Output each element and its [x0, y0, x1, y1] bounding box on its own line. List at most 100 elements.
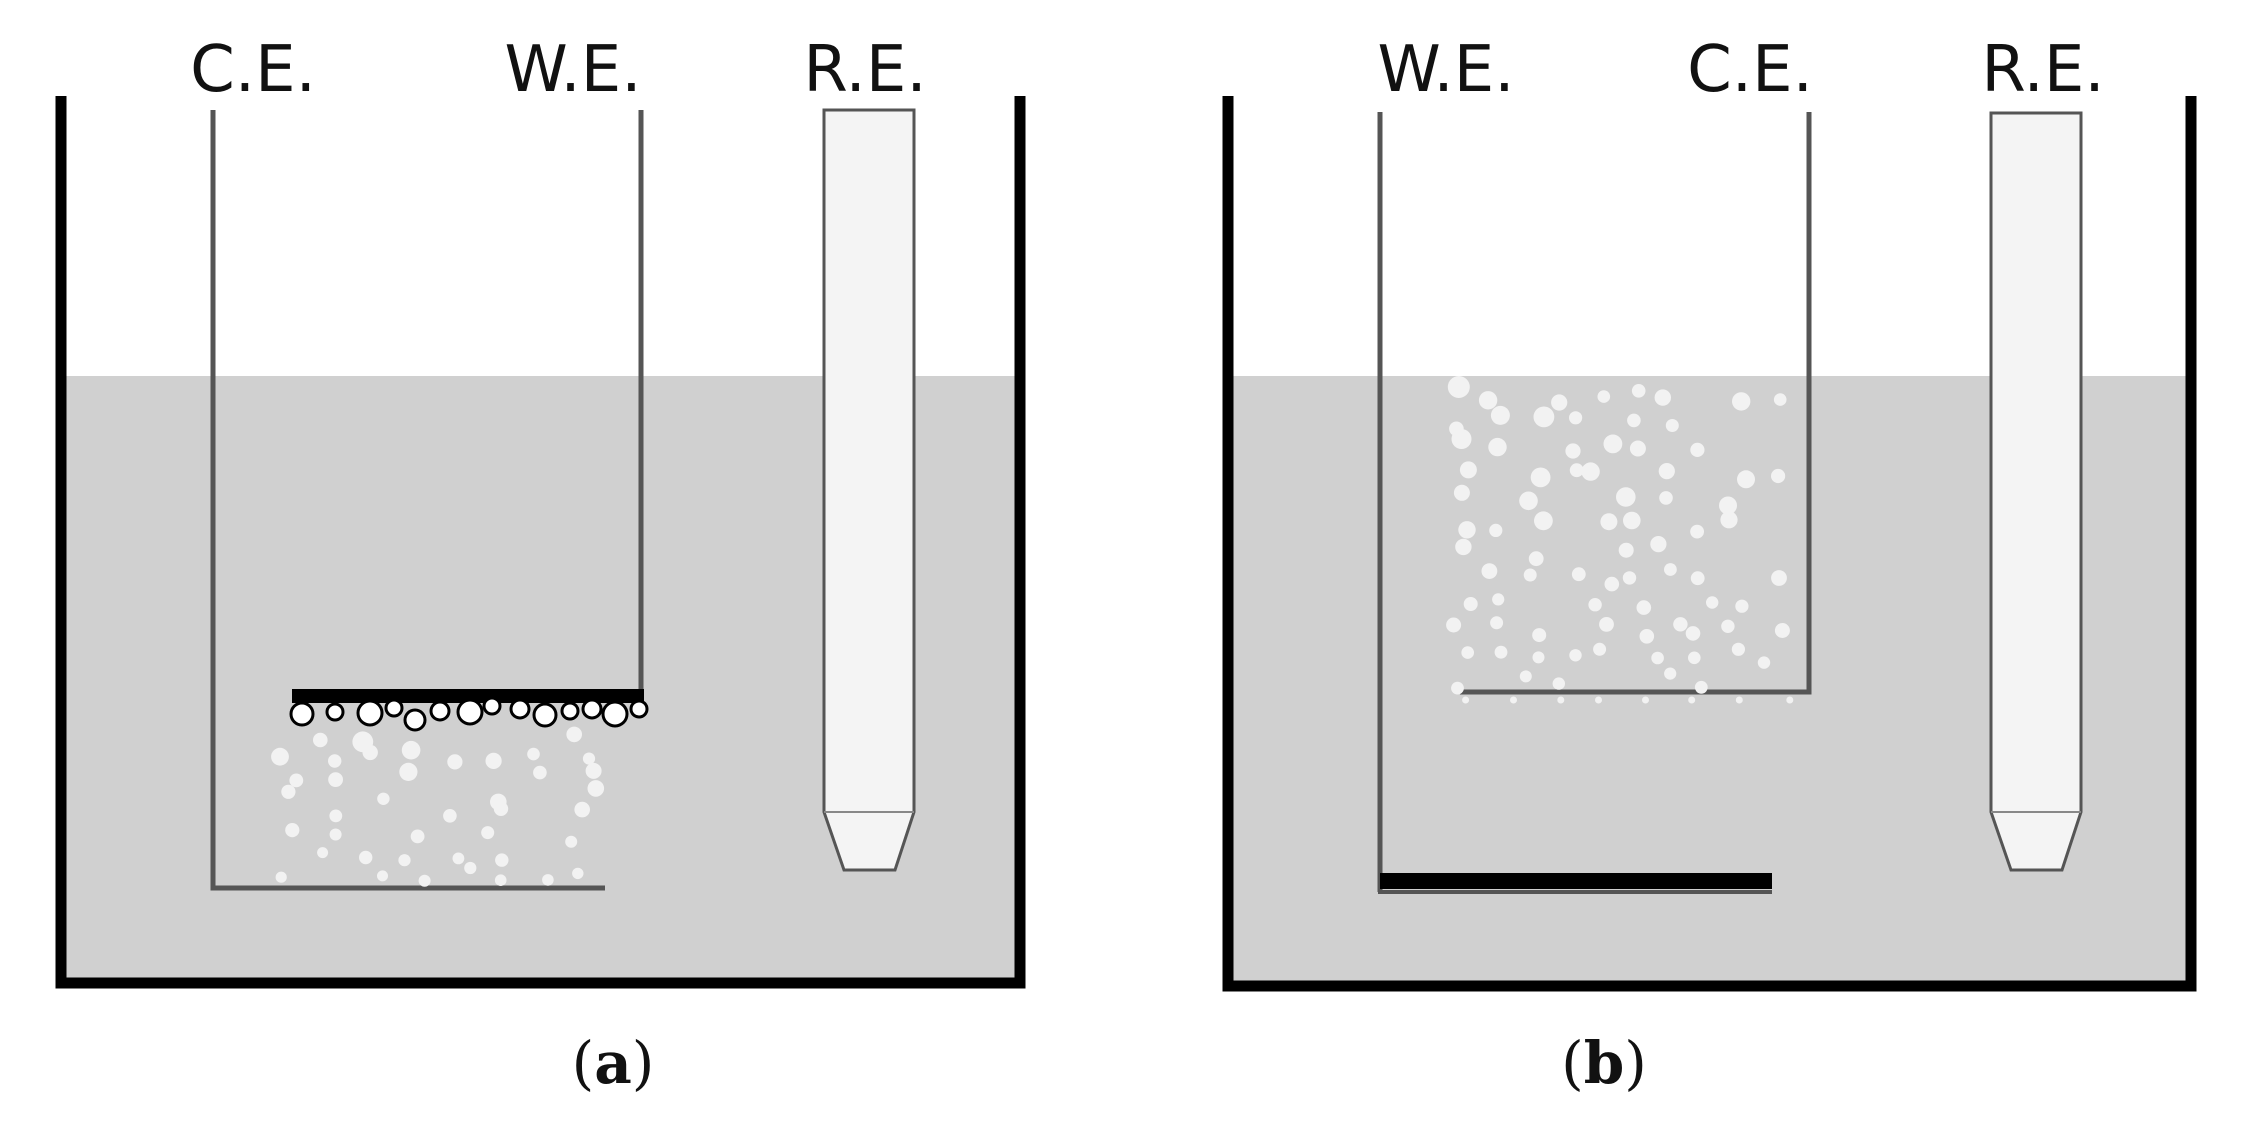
bubble: [1737, 470, 1755, 489]
bubble: [1597, 390, 1611, 403]
bubble: [1639, 629, 1655, 644]
reference-electrode-a: [822, 108, 916, 872]
bubble: [1528, 551, 1544, 567]
bubble: [481, 826, 495, 840]
bubble: [482, 696, 502, 716]
bubble: [1732, 392, 1751, 411]
bubble: [1552, 677, 1566, 690]
bubble: [1774, 623, 1790, 638]
bubble: [410, 829, 425, 844]
reference-electrode-b: [1989, 111, 2083, 872]
bubble: [1462, 696, 1470, 704]
bubble: [1629, 440, 1646, 457]
bubble: [1451, 681, 1464, 695]
bubble: [1593, 642, 1607, 656]
working-electrode-bubbles-a: [289, 696, 649, 732]
bubble: [1492, 593, 1505, 606]
bubble: [495, 853, 509, 867]
bubble: [1690, 442, 1705, 457]
bubble: [289, 773, 304, 788]
label-working-electrode-a: W.E.: [504, 33, 641, 107]
bubble: [1659, 491, 1673, 505]
bubble: [1616, 487, 1636, 507]
bubble: [1459, 461, 1477, 479]
bubble: [271, 747, 289, 766]
bubble: [1488, 437, 1507, 457]
bubble: [1458, 521, 1476, 539]
bubble: [574, 801, 590, 818]
bubble: [418, 874, 431, 887]
bubble: [1618, 542, 1634, 558]
bubble: [1786, 696, 1794, 704]
bubble: [1688, 696, 1696, 704]
bubble: [285, 823, 300, 838]
label-working-electrode-b: W.E.: [1377, 33, 1514, 107]
bubble: [1551, 394, 1568, 411]
bubble: [629, 699, 649, 719]
bubble: [565, 835, 578, 848]
caption-letter-a: a: [594, 1029, 632, 1097]
bubble: [1627, 413, 1641, 428]
bubble: [581, 698, 603, 720]
bubble: [1595, 696, 1602, 704]
bubble: [1599, 617, 1614, 632]
bubble: [1510, 696, 1517, 704]
bubble: [485, 752, 502, 770]
bubble: [1654, 389, 1672, 406]
bubble: [1706, 596, 1719, 609]
counter-electrode-wire-a: [210, 110, 605, 891]
bubble: [1771, 570, 1787, 586]
caption-open-paren-a: (: [572, 1029, 595, 1097]
bubble: [1721, 619, 1735, 633]
bubble: [1446, 617, 1462, 633]
bubble: [1690, 524, 1704, 539]
label-reference-electrode-a: R.E.: [803, 33, 926, 107]
caption-close-paren-b: ): [1624, 1029, 1647, 1097]
bubble: [1664, 563, 1677, 576]
bubble: [1532, 651, 1545, 664]
bubble: [456, 698, 484, 726]
bubble: [464, 861, 477, 875]
bubble: [1489, 523, 1503, 538]
bubble: [1461, 646, 1474, 659]
bubble: [1651, 651, 1664, 665]
bubble: [1735, 696, 1743, 704]
caption-letter-b: b: [1584, 1029, 1625, 1097]
bubble: [542, 874, 554, 886]
caption-a: (a): [572, 1029, 655, 1097]
bubble: [1650, 536, 1667, 553]
bubble: [328, 754, 342, 768]
bubble: [325, 702, 345, 722]
bubble: [1494, 645, 1508, 659]
bubble: [566, 726, 582, 743]
bubble: [1569, 411, 1583, 425]
bubble: [585, 762, 602, 779]
bubble: [1588, 598, 1602, 612]
bubble: [1530, 467, 1551, 488]
bubble: [1757, 656, 1771, 669]
bubble: [1569, 463, 1584, 478]
bubble: [1534, 511, 1553, 531]
panel-a: C.E. W.E. R.E. (a): [55, 33, 1026, 1097]
bubble: [1565, 443, 1581, 459]
bubble: [1533, 406, 1555, 428]
bubble: [1642, 696, 1649, 704]
bubble: [443, 809, 457, 823]
bubble: [1523, 568, 1537, 582]
bubble: [1773, 393, 1787, 406]
bubble: [1664, 667, 1677, 680]
working-electrode-plate-b: [1380, 873, 1772, 889]
bubble: [1451, 429, 1472, 449]
bubble: [572, 867, 584, 880]
bubble: [1719, 496, 1737, 515]
gas-bubbles-a: [271, 726, 605, 887]
bubble: [384, 698, 404, 718]
bubble: [1720, 511, 1738, 529]
bubble: [1600, 513, 1618, 531]
bubble: [1731, 642, 1745, 656]
bubble: [527, 747, 540, 761]
bubble: [1631, 384, 1646, 398]
bubble: [452, 852, 465, 865]
bubble: [377, 792, 390, 805]
bubble: [1478, 391, 1498, 410]
